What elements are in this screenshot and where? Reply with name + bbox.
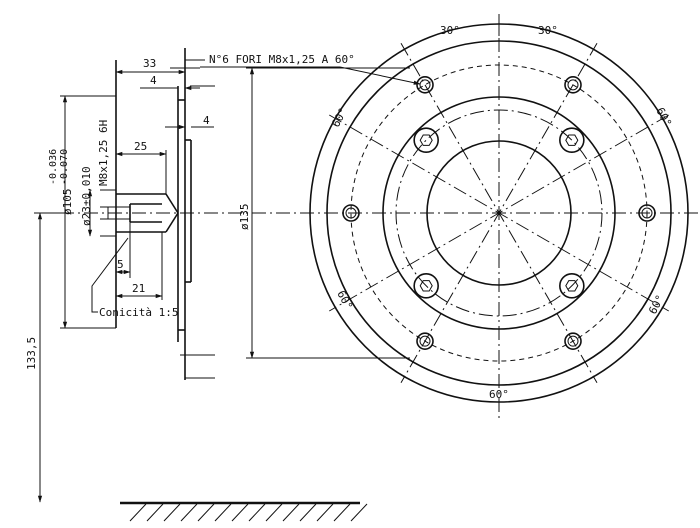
hex-socket — [419, 134, 433, 146]
screw-head — [413, 127, 439, 153]
hatch-stroke — [282, 503, 300, 522]
hatch-stroke — [129, 503, 147, 522]
bolt-hole — [638, 204, 656, 222]
dim-25-label: 25 — [134, 140, 147, 153]
bolt-hole-inner — [567, 79, 579, 91]
dim-105-label: ø105 — [61, 189, 74, 216]
tol-105-upper: -0.036 — [48, 149, 59, 185]
hatch-stroke — [146, 503, 164, 522]
hatch-stroke — [248, 503, 266, 522]
dim-33-label: 33 — [143, 57, 156, 70]
bolt-hole-inner — [419, 79, 431, 91]
dim-135-label: ø135 — [238, 204, 251, 231]
hatch-stroke — [265, 503, 283, 522]
hex-socket — [419, 280, 433, 292]
bolt-hole-inner — [641, 207, 653, 219]
hatch-stroke — [180, 503, 198, 522]
angle-30-right: 30° — [538, 24, 558, 37]
conicity-leader — [91, 237, 129, 313]
radial-line — [329, 114, 669, 312]
angle-30-left: 30° — [440, 24, 460, 37]
hatch-stroke — [350, 503, 368, 522]
dim-4-flange-label: 4 — [203, 114, 210, 127]
hatch-stroke — [299, 503, 317, 522]
hex-socket — [565, 134, 579, 146]
dim-21-label: 21 — [132, 282, 145, 295]
angle-60-upper-right: 60° — [653, 105, 674, 129]
bolt-hole — [564, 76, 582, 94]
angle-60-upper-left: 60° — [329, 106, 350, 130]
dim-4-top-label: 4 — [150, 74, 157, 87]
bolt-holes — [342, 76, 656, 350]
screw-heads — [413, 127, 585, 299]
hatch-stroke — [197, 503, 215, 522]
screw-head — [413, 273, 439, 299]
holes-note-leader — [339, 66, 421, 85]
bolt-hole-inner — [567, 335, 579, 347]
hatch-stroke — [316, 503, 334, 522]
dim-133-5-label: 133,5 — [25, 337, 38, 370]
dim-23-label: ø23±0,010 — [80, 166, 93, 226]
hex-socket — [565, 280, 579, 292]
shaft — [100, 189, 179, 237]
bolt-hole — [416, 76, 434, 94]
bolt-hole-inner — [419, 335, 431, 347]
side-view: 33 4 4 25 5 21 Conicità 1:5 ø105 -0.036 … — [25, 48, 421, 522]
hatch-stroke — [214, 503, 232, 522]
front-view: 30° 30° 60° 60° 60° 60° 60° — [300, 14, 698, 418]
angle-60-bottom: 60° — [489, 388, 509, 401]
angle-60-lower-left: 60° — [334, 288, 355, 312]
conicity-note: Conicità 1:5 — [99, 306, 178, 319]
hatch-stroke — [333, 503, 351, 522]
bolt-hole — [416, 332, 434, 350]
bolt-hole-inner — [345, 207, 357, 219]
ground-hatch — [129, 503, 368, 522]
hatch-stroke — [163, 503, 181, 522]
screw-head — [559, 127, 585, 153]
bolt-hole — [342, 204, 360, 222]
thread-shaft-label: M8x1,25 6H — [97, 120, 110, 186]
holes-note: N°6 FORI M8x1,25 A 60° — [209, 53, 355, 66]
hatch-stroke — [231, 503, 249, 522]
dim-5-label: 5 — [117, 258, 124, 271]
front-radial-lines — [329, 43, 669, 383]
bolt-hole — [564, 332, 582, 350]
screw-head — [559, 273, 585, 299]
tol-105-lower: -0.070 — [59, 149, 70, 185]
